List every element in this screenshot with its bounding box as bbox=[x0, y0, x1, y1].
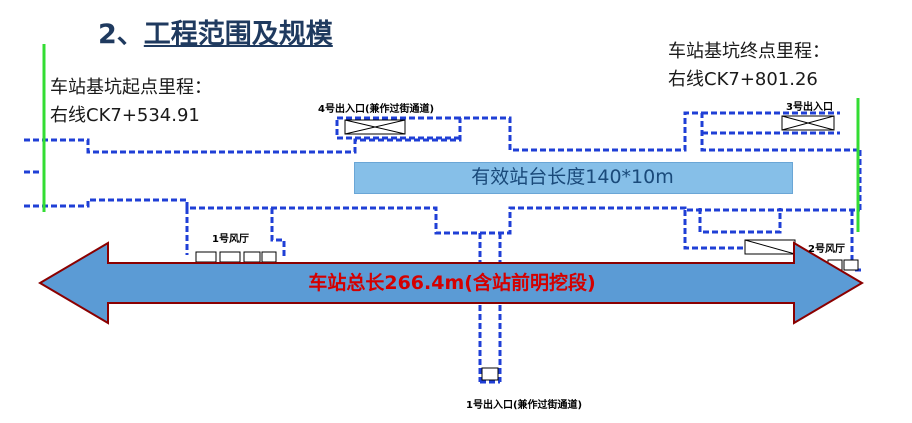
air-hall2-vent2 bbox=[843, 259, 859, 271]
air-hall2-outline bbox=[683, 210, 800, 250]
start-mileage-label: 车站基坑起点里程： bbox=[50, 77, 212, 98]
air-hall1-vent2 bbox=[219, 251, 241, 263]
air-hall2-box-diag bbox=[744, 239, 796, 255]
exit-boxes bbox=[195, 115, 859, 381]
air-hall1-label: 1号风厅 bbox=[212, 234, 249, 245]
start-mileage: 车站基坑起点里程： 右线CK7+534.91 bbox=[50, 74, 212, 130]
station-length-arrow bbox=[38, 241, 864, 325]
exit4-channel bbox=[335, 120, 460, 140]
title-text: 工程范围及规模 bbox=[143, 19, 333, 50]
air-hall2-label: 2号风厅 bbox=[808, 244, 845, 255]
exit3-box-diag2 bbox=[781, 115, 835, 131]
exit3-label: 3号出入口 bbox=[786, 102, 833, 113]
end-mileage-value: 右线CK7+801.26 bbox=[668, 69, 818, 90]
station-outline bbox=[24, 111, 862, 384]
title-number: 2、 bbox=[98, 19, 144, 50]
station-top-edge bbox=[24, 111, 860, 154]
station-bottom-edge bbox=[24, 198, 860, 235]
air-hall1-vent1 bbox=[195, 251, 217, 263]
page-title: 2、工程范围及规模 bbox=[98, 12, 333, 51]
air-hall1-vent3 bbox=[243, 251, 261, 263]
exit4-label: 4号出入口(兼作过街通道) bbox=[318, 104, 435, 115]
air-hall1-vent4 bbox=[261, 251, 277, 263]
station-total-length-label: 车站总长266.4m(含站前明挖段) bbox=[308, 272, 596, 294]
end-mileage-label: 车站基坑终点里程： bbox=[668, 41, 830, 62]
end-mileage: 车站基坑终点里程： 右线CK7+801.26 bbox=[668, 38, 830, 94]
exit1-box bbox=[481, 367, 499, 381]
start-mileage-value: 右线CK7+534.91 bbox=[50, 105, 200, 126]
platform-length-label: 有效站台长度140*10m bbox=[471, 166, 674, 188]
exit1-label: 1号出入口(兼作过街通道) bbox=[466, 400, 583, 411]
platform-area bbox=[354, 162, 793, 194]
air-hall1-right bbox=[270, 208, 286, 258]
air-hall2-box bbox=[698, 208, 782, 234]
exit4-box-diag2 bbox=[344, 119, 406, 135]
